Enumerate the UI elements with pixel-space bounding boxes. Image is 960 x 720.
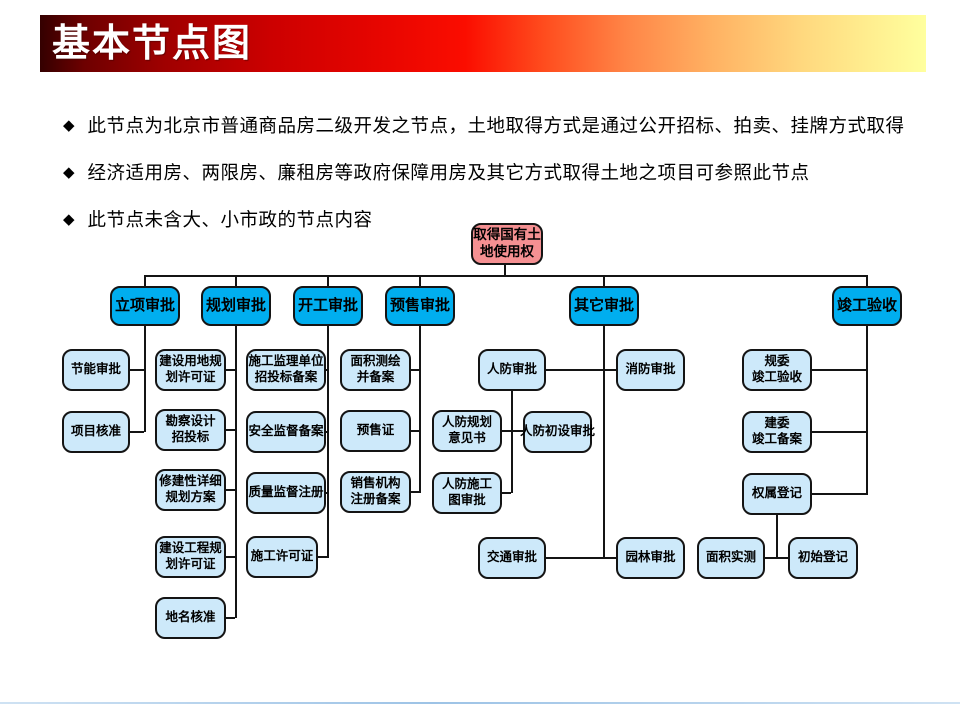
diamond-bullet-icon: ◆: [63, 211, 75, 228]
connector-line: [546, 557, 616, 559]
connector-line: [327, 326, 329, 558]
node-root-land-use-right: 取得国有土 地使用权: [471, 223, 543, 265]
node-renfang-shigongtu-shenpi: 人防施工 图审批: [432, 472, 502, 514]
connector-line: [866, 326, 868, 495]
connector-line: [144, 275, 146, 287]
node-xiujianxing-xiangxi-guihua-fangan: 修建性详细 规划方案: [155, 469, 226, 511]
connector-line: [504, 265, 506, 276]
connector-line: [226, 489, 235, 491]
connector-line: [226, 617, 235, 619]
connector-line: [411, 491, 419, 493]
connector-line: [324, 492, 329, 494]
bullet-item: ◆ 此节点未含大、小市政的节点内容: [63, 208, 923, 232]
node-yushouzheng: 预售证: [340, 410, 411, 452]
connector-line: [419, 326, 421, 493]
bullet-item: ◆ 此节点为北京市普通商品房二级开发之节点，土地取得方式是通过公开招标、拍卖、挂…: [63, 114, 923, 138]
connector-line: [603, 275, 605, 287]
node-shigong-jianli-zhaotoubiao-beian: 施工监理单位 招投标备案: [246, 349, 326, 391]
connector-line: [765, 557, 788, 559]
node-qita-shenpi: 其它审批: [569, 286, 639, 326]
node-lixiang-shenpi: 立项审批: [110, 286, 180, 326]
bullet-list: ◆ 此节点为北京市普通商品房二级开发之节点，土地取得方式是通过公开招标、拍卖、挂…: [63, 114, 923, 255]
connector-line: [502, 492, 511, 494]
connector-line: [235, 326, 237, 618]
node-jiaotong-shenpi: 交通审批: [478, 537, 546, 579]
node-guihua-shenpi: 规划审批: [201, 286, 271, 326]
connector-line: [776, 515, 778, 558]
bullet-text: 此节点未含大、小市政的节点内容: [87, 209, 373, 230]
title-banner: 基本节点图: [40, 15, 926, 72]
page-title: 基本节点图: [52, 22, 253, 65]
bottom-divider: [0, 702, 960, 704]
connector-line: [226, 556, 235, 558]
node-zhiliang-jiandu-zhuce: 质量监督注册: [246, 472, 326, 514]
diamond-bullet-icon: ◆: [63, 117, 75, 134]
connector-line: [130, 369, 144, 371]
node-renfang-shenpi: 人防审批: [478, 349, 546, 391]
connector-line: [866, 275, 868, 287]
node-renfang-guihua-yijianshu: 人防规划 意见书: [432, 410, 502, 452]
bullet-text: 经济适用房、两限房、廉租房等政府保障用房及其它方式取得土地之项目可参照此节点: [87, 162, 810, 183]
connector-line: [226, 369, 235, 371]
connector-line: [603, 326, 605, 558]
connector-line: [502, 430, 523, 432]
node-kancha-sheji-zhaotoubiao: 勘察设计 招投标: [155, 409, 226, 451]
node-jieneng-shenpi: 节能审批: [62, 349, 130, 391]
node-renfang-chushe-shenpi: 人防初设审批: [520, 411, 595, 453]
node-guiwei-jungong-yanshou: 规委 竣工验收: [742, 349, 812, 391]
connector-line: [324, 431, 329, 433]
connector-line: [812, 369, 866, 371]
connector-line: [235, 275, 237, 287]
node-diming-hezhun: 地名核准: [155, 597, 226, 639]
bullet-text: 此节点为北京市普通商品房二级开发之节点，土地取得方式是通过公开招标、拍卖、挂牌方…: [87, 115, 905, 136]
node-mianji-shice: 面积实测: [697, 537, 765, 579]
node-shigong-xukezheng: 施工许可证: [246, 536, 318, 578]
node-mianji-cehui-beian: 面积测绘 并备案: [340, 349, 411, 391]
node-xiangmu-hezhun: 项目核准: [62, 411, 130, 453]
bullet-item: ◆ 经济适用房、两限房、廉租房等政府保障用房及其它方式取得土地之项目可参照此节点: [63, 161, 923, 185]
connector-line: [812, 493, 866, 495]
connector-line: [411, 430, 419, 432]
connector-line: [511, 391, 513, 493]
node-jungong-yanshou: 竣工验收: [832, 286, 902, 326]
connector-line: [226, 429, 235, 431]
node-chushi-dengji: 初始登记: [788, 537, 858, 579]
connector-line: [411, 369, 419, 371]
connector-line: [546, 369, 616, 371]
connector-line: [130, 431, 144, 433]
node-kaigong-shenpi: 开工审批: [293, 286, 363, 326]
connector-line: [812, 431, 866, 433]
node-anquan-jiandu-beian: 安全监督备案: [246, 411, 326, 453]
connector-line: [419, 275, 421, 287]
connector-line: [144, 275, 868, 277]
node-xiaofang-shenpi: 消防审批: [616, 349, 685, 391]
node-jianshe-yongdi-guihua-xukezheng: 建设用地规 划许可证: [155, 349, 226, 391]
connector-line: [327, 275, 329, 287]
node-yushou-shenpi: 预售审批: [385, 286, 455, 326]
diamond-bullet-icon: ◆: [63, 164, 75, 181]
connector-line: [318, 556, 329, 558]
node-quanshu-dengji: 权属登记: [742, 473, 812, 515]
node-yuanlin-shenpi: 园林审批: [616, 537, 685, 579]
node-jianwei-jungong-beian: 建委 竣工备案: [742, 411, 812, 453]
connector-line: [324, 369, 329, 371]
node-xiaoshou-jigou-zhuce-beian: 销售机构 注册备案: [340, 471, 411, 513]
node-jianshe-gongcheng-guihua-xukezheng: 建设工程规 划许可证: [155, 536, 226, 578]
connector-line: [144, 326, 146, 432]
